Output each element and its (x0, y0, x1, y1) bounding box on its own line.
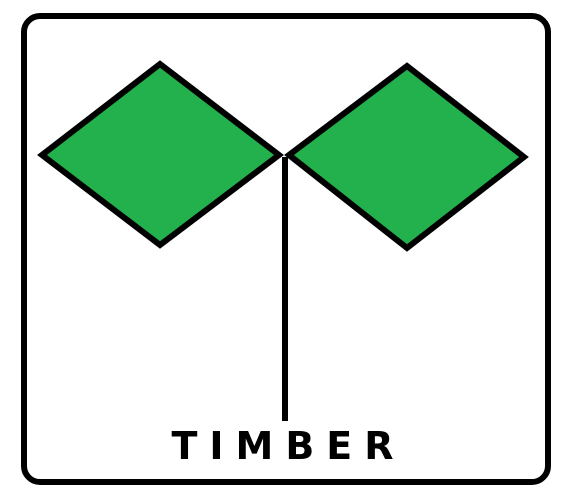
sign-label: TIMBER (171, 424, 406, 468)
left-leaf-diamond-icon (37, 60, 284, 249)
right-leaf-diamond-icon (284, 62, 529, 252)
